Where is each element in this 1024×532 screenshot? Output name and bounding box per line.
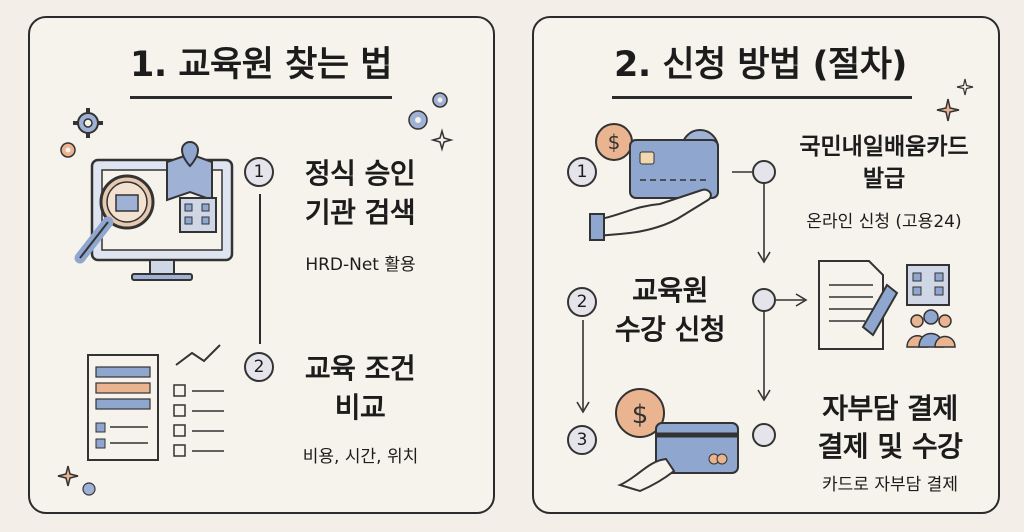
step1-title-line1: 정식 승인 — [304, 157, 416, 190]
proc-step1-title-line2: 발급 — [862, 166, 906, 192]
sparkle-icon — [57, 465, 79, 487]
application-document-illustration — [818, 260, 956, 350]
coin-icon — [615, 388, 665, 438]
sparkle-icon — [430, 128, 454, 152]
people-icon — [906, 309, 956, 348]
step-number-1: 1 — [244, 157, 274, 187]
building-icon — [179, 197, 217, 233]
step1-subtitle: HRD-Net 활용 — [305, 255, 416, 275]
payment-illustration: $ — [615, 388, 739, 493]
right-title-underline — [612, 96, 912, 99]
proc-step2-title-line1: 교육원 — [632, 274, 708, 307]
proc-step-number-3: 3 — [567, 425, 597, 455]
left-panel-title: 1. 교육원 찾는 법 — [130, 45, 392, 85]
proc-step3-subtitle: 카드로 자부담 결제 — [822, 475, 958, 495]
proc-step3-title-line1: 자부담 결제 — [822, 392, 958, 425]
gear-icon-small — [60, 142, 76, 158]
flow-connectors — [732, 160, 808, 447]
proc-step1-subtitle: 온라인 신청 (고용24) — [806, 212, 962, 232]
checklist-icon — [173, 384, 224, 457]
left-title-underline — [130, 96, 392, 99]
hand-icon — [595, 188, 712, 238]
proc-step-number-1: 1 — [567, 157, 597, 187]
gear-icon-small — [82, 482, 96, 496]
step2-title-line2: 비교 — [334, 391, 386, 424]
right-panel-title: 2. 신청 방법 (절차) — [614, 45, 907, 85]
compare-document-illustration — [87, 344, 224, 461]
card-hand-illustration: $ — [589, 123, 719, 241]
proc-step1-title-line1: 국민내일배움카드 — [799, 134, 969, 160]
trend-line-icon — [175, 344, 221, 366]
gear-icon-small — [432, 92, 448, 108]
monitor-search-illustration — [74, 140, 234, 281]
sparkle-icon — [936, 98, 960, 122]
step2-subtitle: 비용, 시간, 위치 — [302, 447, 419, 467]
proc-step2-title-line2: 수강 신청 — [614, 313, 726, 346]
step2-title-line1: 교육 조건 — [304, 352, 416, 385]
map-pin-icon — [180, 140, 200, 168]
proc-step3-title-line2: 결제 및 수강 — [817, 430, 963, 463]
timeline-line — [259, 194, 261, 344]
gear-icon — [73, 108, 103, 138]
step-number-2: 2 — [244, 352, 274, 382]
sparkle-icon — [956, 78, 974, 96]
gear-icon — [408, 110, 428, 130]
svg-text:$: $ — [632, 400, 649, 430]
hand-icon — [617, 457, 676, 493]
pen-icon — [861, 283, 899, 337]
step1-title-line2: 기관 검색 — [304, 196, 416, 229]
proc-step-number-2: 2 — [567, 287, 597, 317]
arrow-icon — [576, 320, 590, 414]
building-icon — [906, 264, 950, 306]
svg-text:$: $ — [608, 130, 621, 154]
